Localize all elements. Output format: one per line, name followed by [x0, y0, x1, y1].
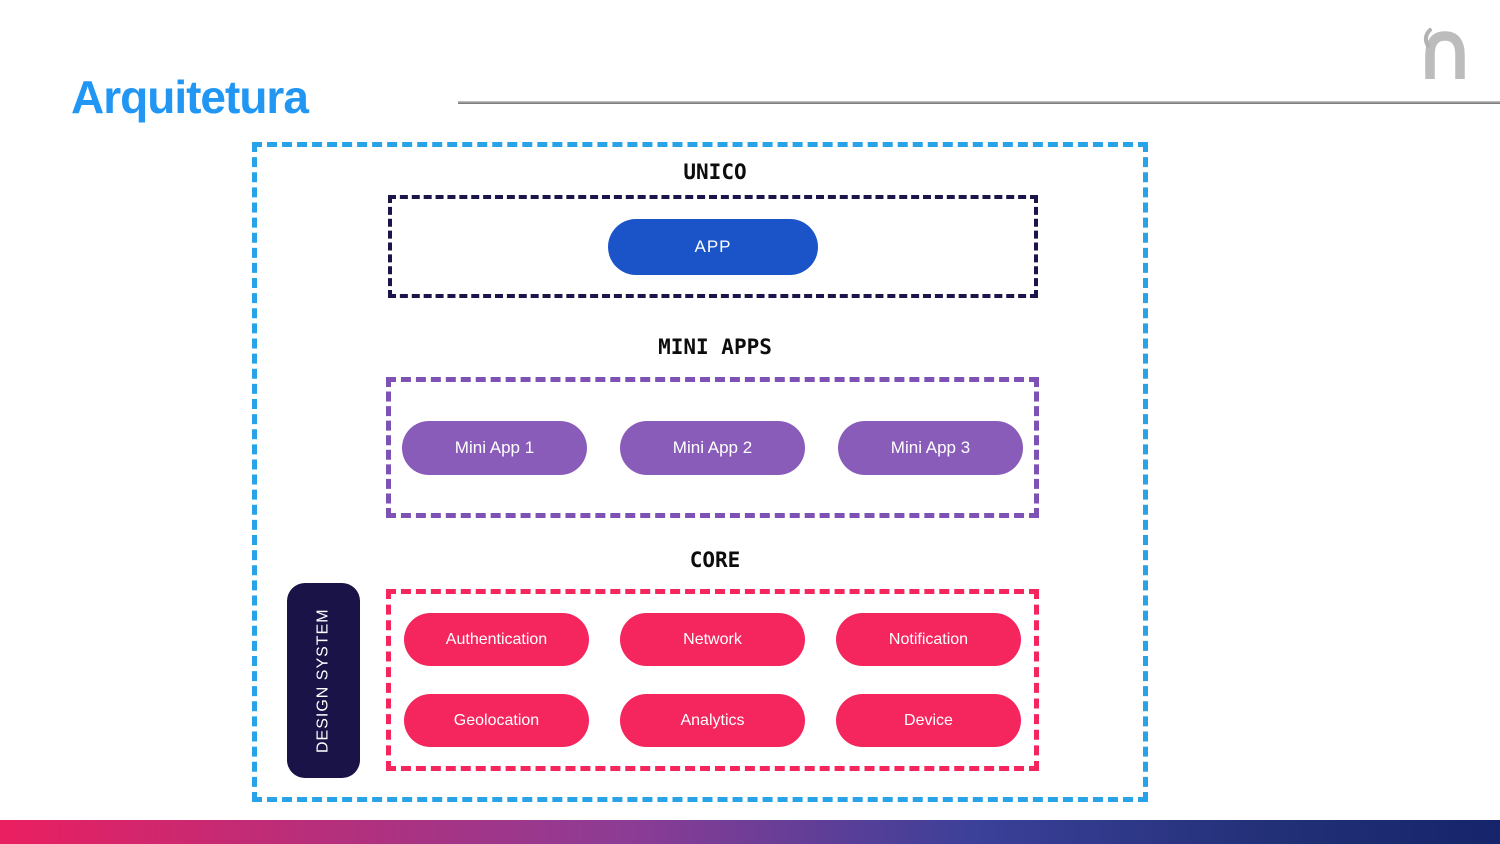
architecture-frame: UNICO APP MINI APPS Mini App 1 Mini App … [252, 142, 1148, 802]
footer-gradient-bar [0, 820, 1500, 844]
core-pill: Geolocation [404, 694, 589, 747]
unico-app-group: APP [388, 195, 1038, 298]
core-pill: Device [836, 694, 1021, 747]
unico-n-logo-icon [1423, 28, 1465, 79]
page-title: Arquitetura [71, 71, 309, 123]
mini-app-pill: Mini App 2 [620, 420, 805, 475]
mini-app-pill: Mini App 3 [838, 420, 1023, 475]
core-row: Authentication Network Notification [404, 613, 1021, 666]
core-pill: Network [620, 613, 805, 666]
core-group: Authentication Network Notification Geol… [386, 589, 1039, 771]
app-pill: APP [608, 218, 818, 275]
section-label-unico: UNICO [683, 160, 747, 184]
mini-app-pill: Mini App 1 [402, 420, 587, 475]
title-underline-rule [458, 101, 1500, 104]
mini-apps-group: Mini App 1 Mini App 2 Mini App 3 [386, 377, 1039, 518]
core-row: Geolocation Analytics Device [404, 694, 1021, 747]
section-label-core: CORE [689, 548, 741, 572]
core-pill: Notification [836, 613, 1021, 666]
core-pill: Authentication [404, 613, 589, 666]
core-pill: Analytics [620, 694, 805, 747]
section-label-mini-apps: MINI APPS [658, 335, 772, 359]
design-system-bar: DESIGN SYSTEM [287, 583, 360, 778]
